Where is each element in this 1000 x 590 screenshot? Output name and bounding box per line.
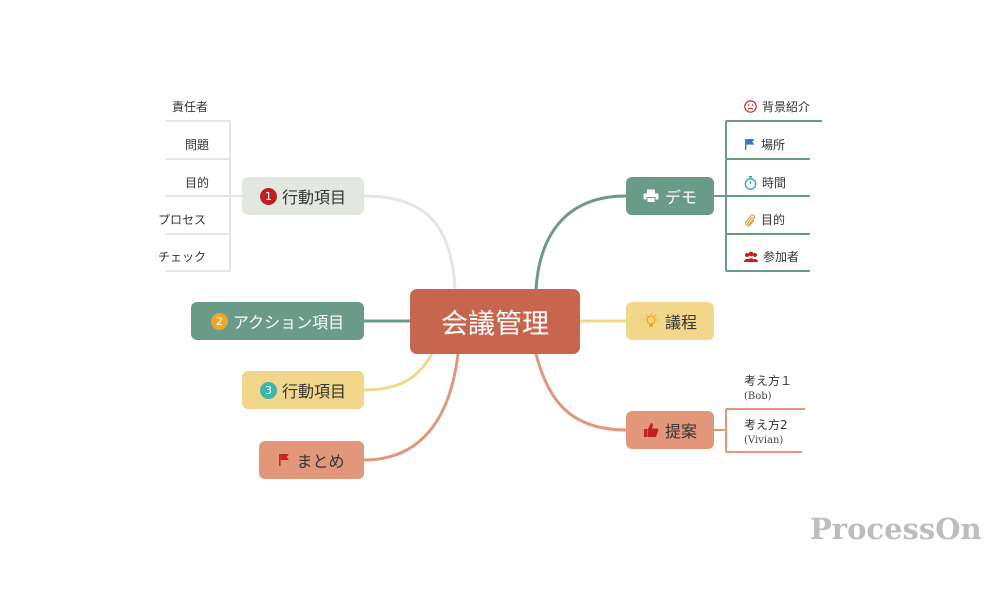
central-topic[interactable]: 会議管理 [410,289,580,354]
number-badge-2: 2 [210,312,228,330]
branch-label: デモ [664,188,697,207]
thumbs-up-icon [643,422,659,438]
branch-label: 提案 [664,422,697,441]
printer-icon [643,189,659,203]
leaf-label: 考え方2 [744,418,788,432]
branch-label: 議程 [664,313,697,332]
people-icon [744,251,758,263]
branch-label: 行動項目 [281,188,346,207]
branch-action-items-1[interactable]: 1 行動項目 [242,177,364,215]
leaf-participants[interactable]: 参加者 [744,248,799,265]
leaf-problem[interactable]: 問題 [185,138,210,152]
branch-demo[interactable]: デモ [626,177,714,215]
lightbulb-icon [643,313,659,329]
branch-agenda[interactable]: 議程 [626,302,714,340]
branch-summary[interactable]: まとめ [259,441,364,479]
leaf-idea-2[interactable]: 考え方2 (Vivian) [744,418,788,448]
number-badge-1: 1 [259,187,277,205]
red-flag-icon [278,453,290,467]
leaf-check[interactable]: チェック [158,250,207,264]
leaf-purpose-right[interactable]: 目的 [744,211,785,228]
leaf-sublabel: (Vivian) [744,435,784,446]
branch-label: アクション項目 [232,313,345,332]
leaf-purpose[interactable]: 目的 [185,176,210,190]
leaf-label: 背景紹介 [762,100,811,114]
blue-flag-icon [744,138,756,151]
leaf-label: 時間 [762,176,787,190]
branch-action-items-2[interactable]: 2 アクション項目 [191,302,364,340]
paperclip-icon [744,213,756,227]
stopwatch-icon [744,175,757,190]
branch-action-items-3[interactable]: 3 行動項目 [242,371,364,409]
number-badge-3: 3 [259,381,277,399]
leaf-responsible[interactable]: 責任者 [172,100,209,114]
leaf-sublabel: (Bob) [744,391,772,402]
leaf-idea-1[interactable]: 考え方１ (Bob) [744,374,792,404]
branch-label: まとめ [296,452,345,471]
branch-proposal[interactable]: 提案 [626,411,714,449]
watermark-logo: ProcessOn [810,512,982,546]
leaf-label: 場所 [761,138,786,152]
leaf-location[interactable]: 場所 [744,136,785,153]
leaf-label: 目的 [761,213,786,227]
central-topic-label: 会議管理 [441,309,549,340]
leaf-background[interactable]: 背景紹介 [744,98,810,115]
sad-face-icon [744,100,757,113]
leaf-label: 参加者 [763,250,800,264]
leaf-time[interactable]: 時間 [744,174,786,191]
leaf-process[interactable]: プロセス [158,213,207,227]
leaf-label: 考え方１ [744,374,793,388]
branch-label: 行動項目 [281,382,346,401]
